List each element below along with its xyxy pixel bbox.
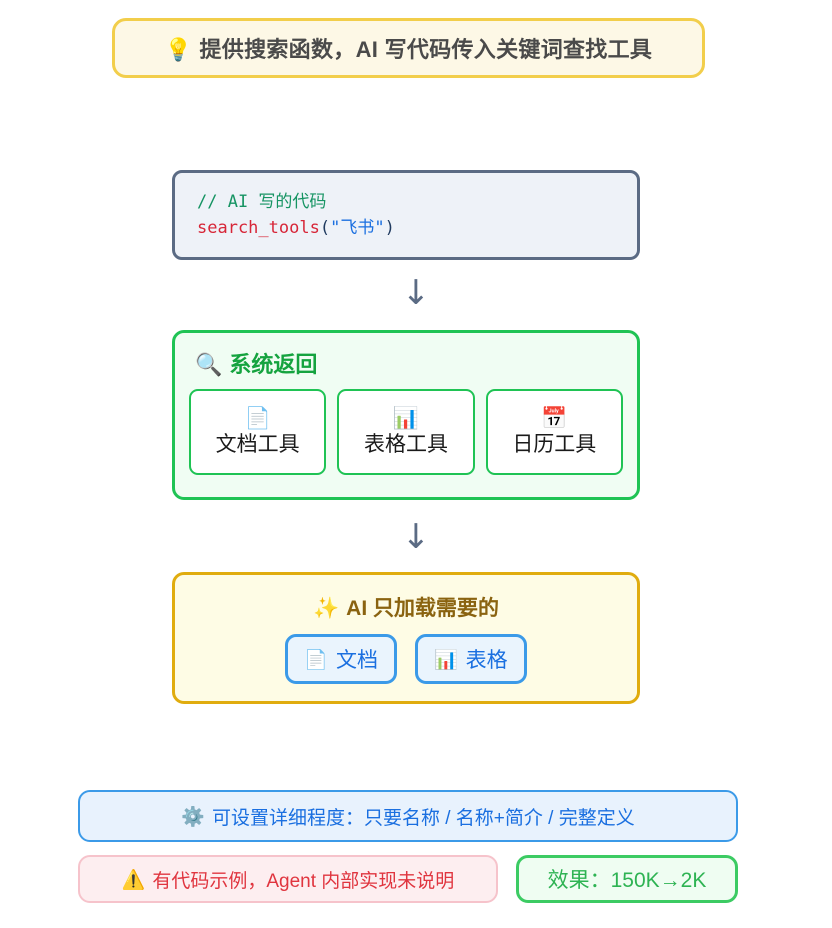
tool-card[interactable]: 📄 文档工具 (189, 389, 327, 475)
code-block: // AI 写的代码 search_tools("飞书") (172, 170, 640, 260)
gear-icon: ⚙️ (181, 805, 205, 828)
note-info-box: ⚙️ 可设置详细程度：只要名称 / 名称+简介 / 完整定义 (78, 790, 738, 842)
system-return-box: 🔍系统返回 📄 文档工具 📊 表格工具 📅 日历工具 (172, 330, 640, 500)
note-result-label: 效果：150K→2K (547, 869, 707, 892)
top-banner: 💡提供搜索函数，AI 写代码传入关键词查找工具 (112, 18, 705, 78)
note-warning-box: ⚠️ 有代码示例，Agent 内部实现未说明 (78, 855, 498, 903)
loaded-tool-chip-label: 文档 (336, 649, 378, 672)
ai-loads-chip-row: 📄 文档 📊 表格 (285, 634, 527, 684)
loaded-tool-chip-label: 表格 (465, 649, 508, 672)
code-call-line: search_tools("飞书") (197, 215, 637, 241)
arrow-down-icon-1: ↓ (401, 273, 431, 313)
system-return-title: 🔍系统返回 (195, 347, 623, 379)
sparkles-icon: ✨ (313, 596, 340, 620)
warning-icon: ⚠️ (121, 868, 146, 891)
code-comment-line: // AI 写的代码 (197, 192, 327, 212)
system-return-title-label: 系统返回 (229, 352, 318, 377)
tool-card-label: 日历工具 (512, 432, 597, 456)
bar-chart-icon: 📊 (434, 648, 458, 671)
ai-loads-title-label: AI 只加载需要的 (346, 597, 499, 620)
document-icon: 📄 (304, 648, 328, 671)
tool-card-row: 📄 文档工具 📊 表格工具 📅 日历工具 (189, 389, 623, 475)
tool-card[interactable]: 📅 日历工具 (485, 389, 623, 475)
lightbulb-icon: 💡 (164, 38, 193, 63)
code-open-paren: ( (319, 218, 331, 239)
ai-loads-box: ✨ AI 只加载需要的 📄 文档 📊 表格 (172, 572, 640, 704)
note-info-label: 可设置详细程度：只要名称 / 名称+简介 / 完整定义 (211, 807, 635, 829)
calendar-icon: 📅 (541, 405, 568, 430)
loaded-tool-chip[interactable]: 📄 文档 (285, 634, 397, 684)
tool-card[interactable]: 📊 表格工具 (337, 389, 475, 475)
bar-chart-icon: 📊 (392, 405, 420, 430)
search-icon: 🔍 (195, 353, 223, 378)
tool-card-label: 表格工具 (363, 432, 448, 456)
tool-card-label: 文档工具 (215, 432, 300, 456)
note-warning-label: 有代码示例，Agent 内部实现未说明 (152, 870, 455, 892)
code-function-name: search_tools (197, 218, 320, 239)
code-close-paren: ) (384, 218, 395, 239)
ai-loads-title: ✨ AI 只加载需要的 (313, 592, 499, 622)
document-icon: 📄 (244, 405, 271, 430)
note-result-box: 效果：150K→2K (516, 855, 738, 903)
top-banner-text: 💡提供搜索函数，AI 写代码传入关键词查找工具 (165, 32, 652, 64)
arrow-down-icon-2: ↓ (401, 517, 431, 557)
code-argument: "飞书" (330, 218, 385, 239)
top-banner-label: 提供搜索函数，AI 写代码传入关键词查找工具 (199, 37, 653, 62)
loaded-tool-chip[interactable]: 📊 表格 (415, 634, 527, 684)
